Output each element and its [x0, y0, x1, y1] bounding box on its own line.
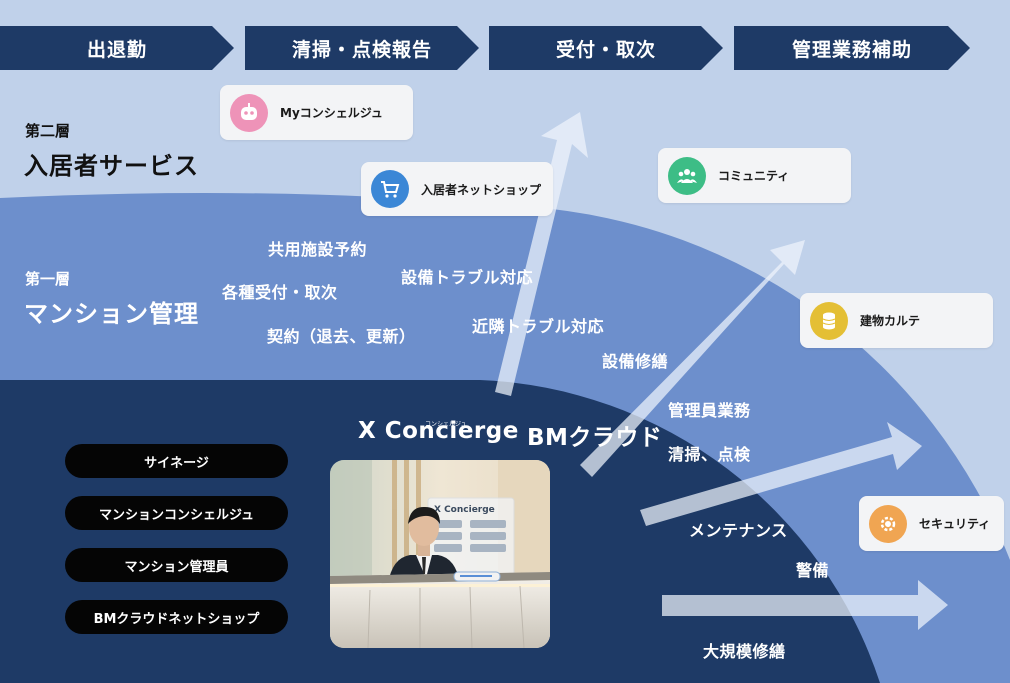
card-label: 建物カルテ: [860, 314, 921, 328]
service-cleaning: 清掃、点検: [668, 445, 751, 464]
monitor-title: X Concierge: [434, 505, 495, 515]
logo-x-concierge: X Concierge: [358, 418, 519, 444]
step-attendance: 出退勤: [0, 26, 234, 70]
service-large-repair: 大規模修繕: [703, 642, 786, 661]
step-label: 出退勤: [86, 38, 147, 61]
service-guard: 警備: [796, 561, 830, 580]
card-my-concierge: Myコンシェルジュ: [220, 85, 413, 140]
service-facility-booking: 共用施設予約: [268, 240, 368, 259]
service-reception: 各種受付・取次: [222, 283, 338, 302]
layer2-label: 第二層: [25, 122, 71, 140]
service-neighbor-trouble: 近隣トラブル対応: [472, 317, 605, 336]
reception-photo: X Concierge: [330, 460, 550, 648]
pill-bm-cloud-shop: BMクラウドネットショップ: [65, 600, 288, 634]
security-gear-icon: [869, 504, 907, 543]
robot-icon: [230, 93, 268, 132]
layer2-title: 入居者サービス: [24, 152, 199, 180]
pill-mansion-concierge: マンションコンシェルジュ: [65, 496, 288, 530]
step-cleaning-report: 清掃・点検報告: [245, 26, 479, 70]
step-label: 清掃・点検報告: [291, 38, 432, 61]
arrow-right-1: [640, 422, 922, 526]
step-management-assist: 管理業務補助: [734, 26, 970, 70]
cart-icon: [371, 170, 409, 208]
database-icon: [810, 301, 848, 340]
pill-mansion-caretaker: マンション管理員: [65, 548, 288, 582]
card-security: セキュリティ: [859, 496, 1004, 551]
service-contract: 契約（退去、更新）: [267, 327, 416, 346]
arrow-group: [495, 112, 948, 630]
service-maintenance: メンテナンス: [689, 521, 788, 540]
step-reception: 受付・取次: [489, 26, 723, 70]
card-label: 入居者ネットショップ: [421, 182, 542, 197]
step-label: 管理業務補助: [791, 38, 912, 61]
card-resident-shop: 入居者ネットショップ: [361, 162, 553, 216]
layer1-label: 第一層: [25, 270, 71, 288]
card-label: Myコンシェルジュ: [280, 106, 383, 120]
pill-label: サイネージ: [144, 455, 209, 471]
card-community: コミュニティ: [658, 148, 851, 203]
layer1-title: マンション管理: [24, 300, 199, 328]
logo-bm-cloud: BMクラウド: [527, 425, 663, 451]
pill-label: マンションコンシェルジュ: [98, 507, 255, 523]
arrow-up-1: [495, 112, 588, 396]
arrow-right-2: [662, 580, 948, 630]
pill-signage: サイネージ: [65, 444, 288, 478]
card-label: コミュニティ: [718, 169, 790, 183]
pill-label: マンション管理員: [124, 559, 229, 575]
step-label: 受付・取次: [555, 38, 656, 61]
service-caretaker: 管理員業務: [668, 401, 751, 420]
arrow-up-2: [580, 240, 805, 477]
card-building-karte: 建物カルテ: [800, 293, 993, 348]
service-equipment-trouble: 設備トラブル対応: [401, 268, 534, 287]
people-icon: [668, 156, 706, 195]
pill-label: BMクラウドネットショップ: [93, 611, 260, 627]
card-label: セキュリティ: [919, 517, 991, 531]
service-repair: 設備修繕: [602, 352, 669, 371]
logo-ruby: コンシェルジュ: [425, 421, 467, 428]
